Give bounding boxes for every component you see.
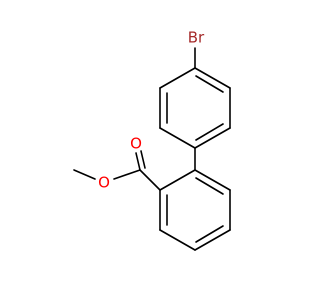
- ester-oxygen-label: O: [98, 174, 110, 192]
- bond-o-ester-to-methyl: [73, 169, 96, 180]
- bond-ring-a-4: [159, 127, 196, 149]
- bond-ring-a-double-2: [195, 123, 224, 141]
- bond-ring-a-1: [194, 67, 231, 89]
- bond-ring-b-4: [159, 229, 196, 251]
- bond-ring-b-6: [159, 169, 196, 191]
- bond-ring-b-3: [194, 229, 231, 251]
- bond-ring-to-carbonyl-carbon: [139, 169, 161, 191]
- bromine-atom-label: Br: [188, 29, 205, 47]
- bond-carbonyl-c-to-o-ester: [113, 169, 141, 180]
- bond-ring-b-1: [194, 169, 231, 191]
- bond-ring-b-double-1: [195, 177, 224, 195]
- bond-carbonyl-c-o-1: [135, 152, 141, 171]
- bond-ring-a-3: [194, 127, 231, 149]
- bond-ring-a-double-1: [195, 75, 224, 93]
- bond-ring-a-6: [159, 67, 196, 89]
- bond-carbonyl-c-o-2: [140, 150, 146, 169]
- molecule-structure-canvas: Br O O: [73, 29, 231, 251]
- carbonyl-oxygen-label: O: [130, 135, 142, 153]
- bond-ring-b-double-2: [195, 225, 224, 243]
